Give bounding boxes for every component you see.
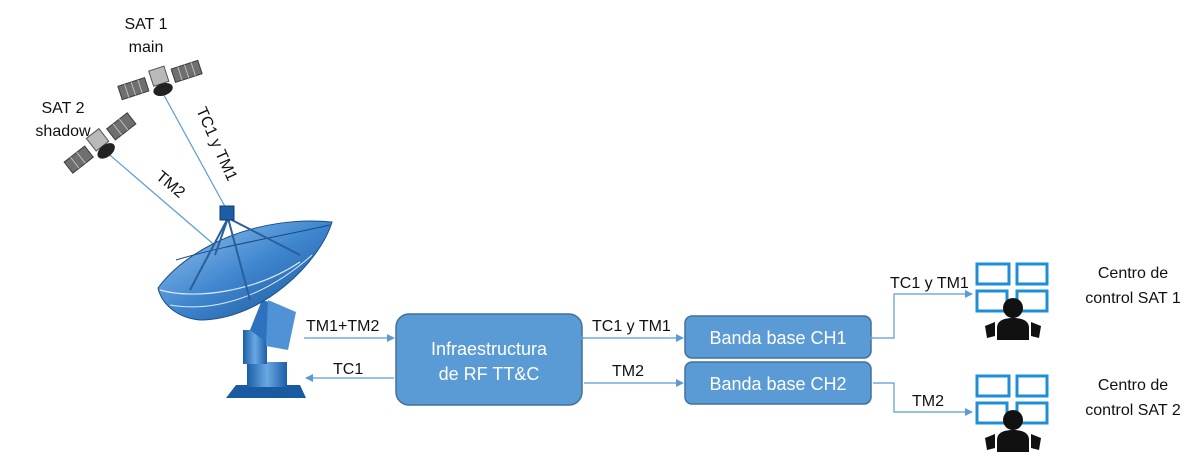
control-center-operator-icon <box>975 374 1049 452</box>
dish-antenna-icon <box>157 205 333 398</box>
sat2-beam-line <box>103 149 219 249</box>
rf-to-antenna-label: TC1 <box>333 361 363 378</box>
satellite-icon <box>63 112 137 174</box>
antenna-to-rf-label: TM1+TM2 <box>306 318 379 335</box>
control-center-operator-icon <box>975 262 1049 340</box>
sat1-label-line2: main <box>129 39 164 56</box>
ch1-control1-arrow <box>866 290 973 342</box>
rf-block-label-line2: de RF TT&C <box>439 364 540 384</box>
rf-ch1-label: TC1 y TM1 <box>592 318 671 335</box>
baseband-ch2-block <box>684 361 872 405</box>
rf-ch2-label: TM2 <box>612 363 644 380</box>
ch1-block-label: Banda base CH1 <box>709 328 846 348</box>
ch2-control2-arrow <box>873 382 973 416</box>
sat1-link-label: TC1 y TM1 <box>192 105 240 184</box>
ch2-block-label: Banda base CH2 <box>709 374 846 394</box>
control1-label-line2: control SAT 1 <box>1085 290 1181 307</box>
sat1-label-line1: SAT 1 <box>125 16 168 33</box>
rf-infrastructure-block <box>395 313 583 406</box>
ch2-control2-label: TM2 <box>912 393 944 410</box>
satellite-icon <box>117 59 203 101</box>
ch1-control1-label: TC1 y TM1 <box>890 275 969 292</box>
control2-label-line1: Centro de <box>1098 377 1168 394</box>
sat2-label-line1: SAT 2 <box>42 100 85 117</box>
rf-block-label-line1: Infraestructura <box>431 339 548 359</box>
sat2-label-line2: shadow <box>35 123 91 140</box>
control1-label-line1: Centro de <box>1098 265 1168 282</box>
control2-label-line2: control SAT 2 <box>1085 402 1181 419</box>
sat1-beam-line <box>159 87 229 213</box>
